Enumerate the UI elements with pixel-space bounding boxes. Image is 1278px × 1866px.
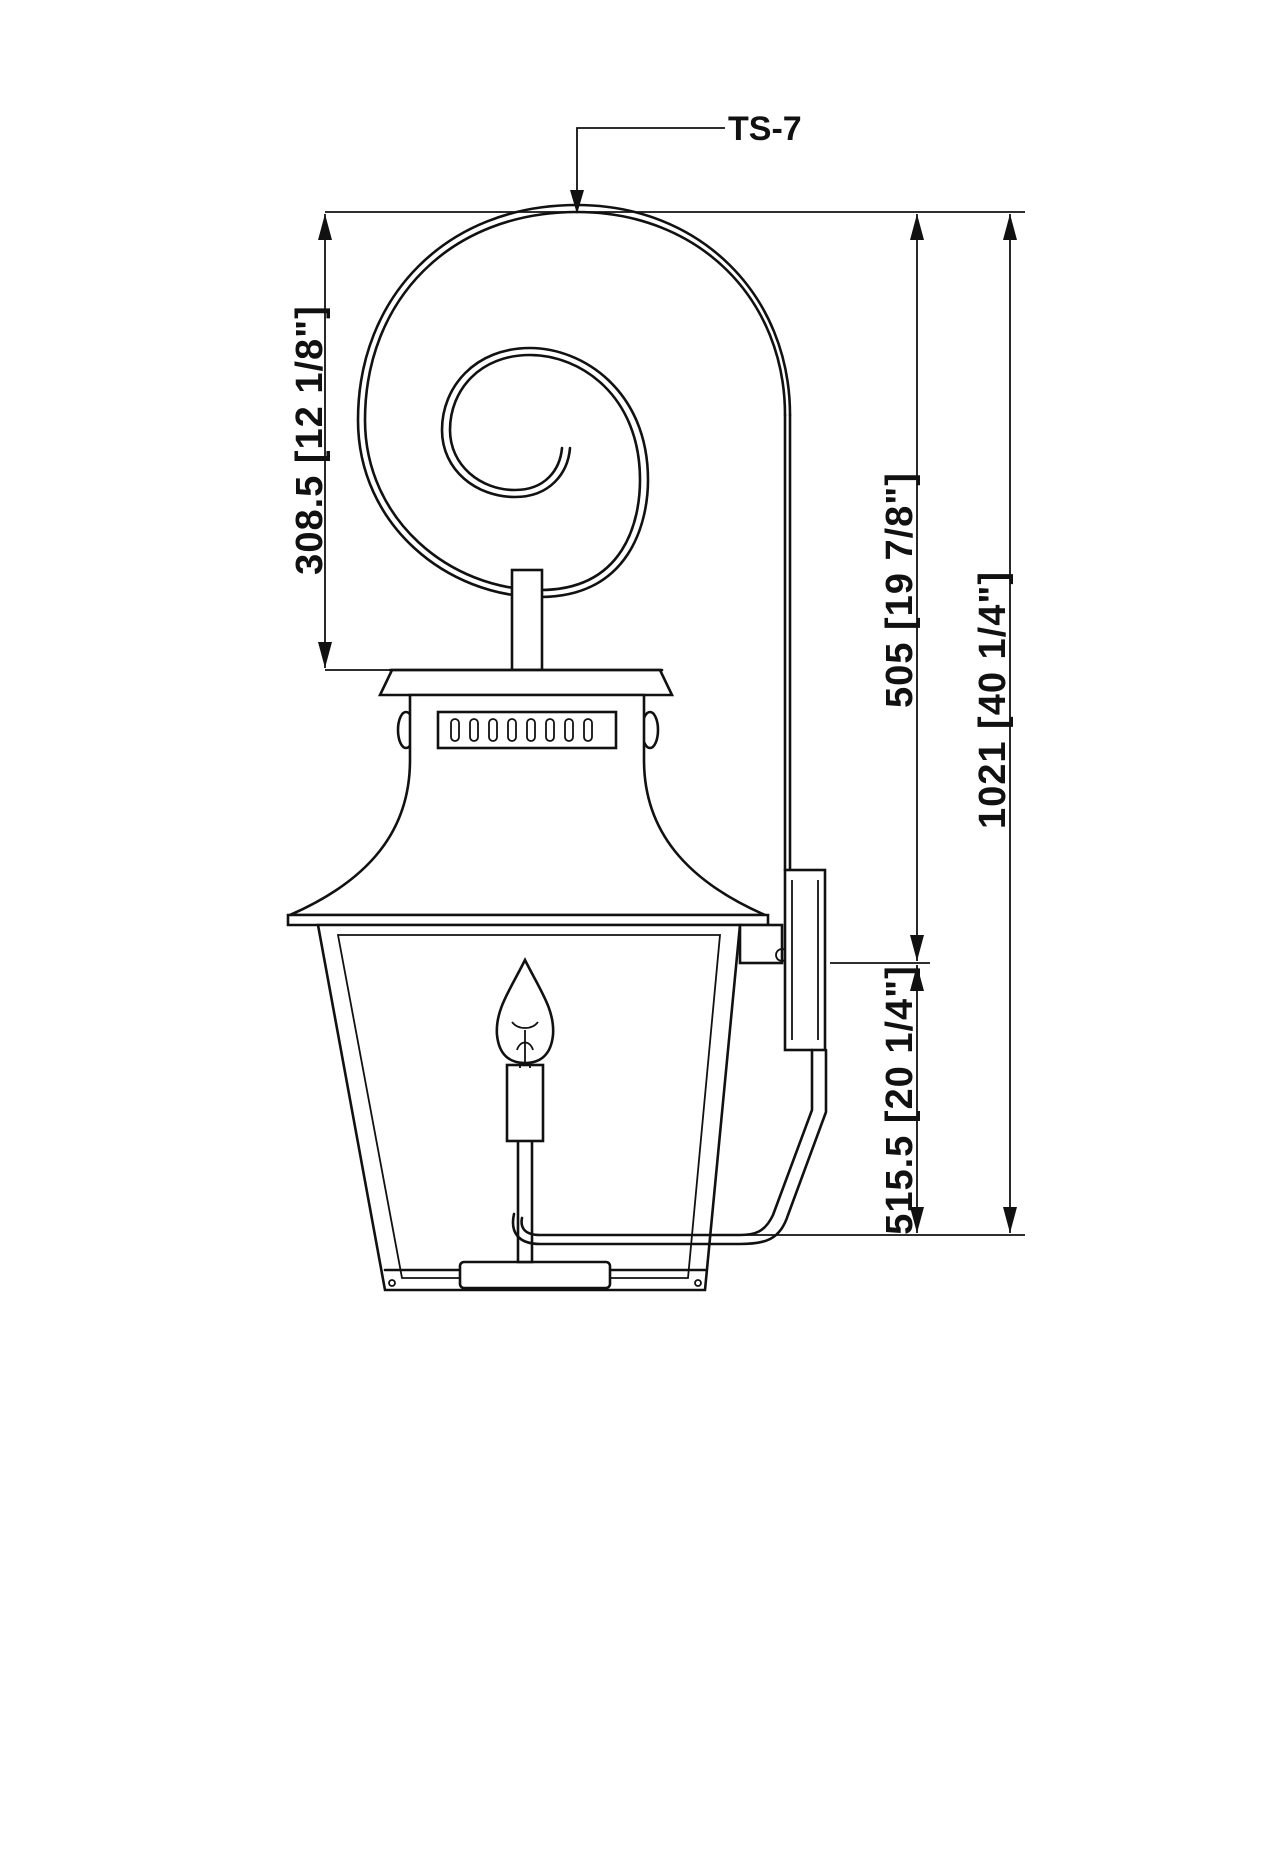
arm-height-label: 308.5 [12 1/8"] bbox=[289, 305, 331, 575]
callout-leader bbox=[570, 127, 725, 214]
lower-height-label: 515.5 [20 1/4"] bbox=[879, 965, 921, 1235]
overall-height-dimension bbox=[1003, 214, 1017, 1233]
lower-height-dimension bbox=[910, 965, 924, 1233]
overall-height-label: 1021 [40 1/4"] bbox=[972, 571, 1014, 829]
candle-socket bbox=[458, 957, 612, 1290]
hanger-stem bbox=[510, 568, 544, 672]
upper-height-label: 505 [19 7/8"] bbox=[879, 472, 921, 708]
scroll-arm bbox=[356, 203, 792, 872]
arm-height-dimension bbox=[318, 214, 332, 668]
vent-slots bbox=[450, 718, 593, 742]
upper-height-dimension bbox=[910, 214, 924, 961]
wall-mount bbox=[738, 868, 827, 1052]
lower-support-arm bbox=[511, 1048, 828, 1246]
callout-label: TS-7 bbox=[728, 110, 802, 148]
dimension-lines bbox=[318, 127, 1025, 1236]
lantern-top bbox=[286, 668, 770, 927]
